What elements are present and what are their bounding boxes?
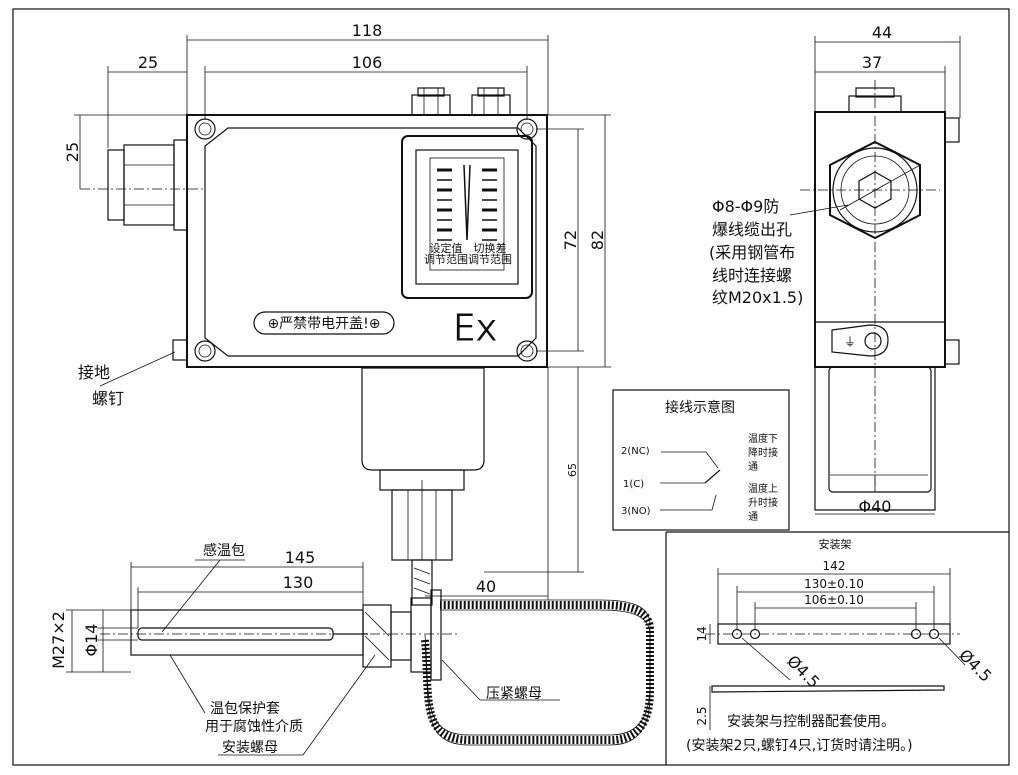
dim-145: 145: [285, 548, 316, 567]
cable-note-line5: 纹M20x1.5): [712, 288, 803, 307]
dim-118: 118: [352, 21, 383, 40]
dim-phi14: Φ14: [82, 624, 101, 657]
ground-label-line2: 螺钉: [92, 389, 124, 408]
front-view: 设定值 调节范围 切换差 调节范围 ⊕严禁带电开盖!⊕ Ex 接地 螺钉: [49, 21, 654, 756]
capillary-neck: [361, 367, 485, 606]
temp-up-1: 温度上: [748, 482, 778, 495]
temp-up-3: 通: [748, 511, 758, 523]
sensing-bulb-assembly: [100, 589, 460, 681]
svg-text:调节范围: 调节范围: [424, 252, 468, 266]
scale-right-label: 切换差: [474, 241, 507, 255]
terminal-no: 3(NO): [621, 506, 651, 517]
bracket-note-2: (安装架2只,螺钉4只,订货时请注明。): [686, 737, 913, 754]
bracket-dim-106: 106±0.10: [804, 593, 864, 607]
dim-130: 130: [283, 573, 314, 592]
left-cable-gland: [80, 139, 205, 231]
dim-25-top: 25: [138, 53, 158, 72]
dim-106: 106: [352, 53, 383, 72]
sleeve-label-line1: 温包保护套: [210, 701, 280, 717]
front-dimensions: 118 106 25 25 72 82 65 40 145: [49, 21, 611, 673]
bracket-note-1: 安装架与控制器配套使用。: [727, 713, 895, 730]
mount-nut-label: 安装螺母: [222, 740, 278, 756]
capillary-loop: [421, 601, 654, 744]
temp-up-2: 升时接: [748, 496, 778, 509]
warning-text: ⊕严禁带电开盖!⊕: [267, 316, 380, 332]
dim-phi40: Φ40: [859, 497, 892, 516]
sheet-border: [12, 8, 1010, 766]
ground-screw: [172, 339, 188, 361]
dim-40: 40: [476, 577, 496, 596]
svg-text:⏚: ⏚: [844, 335, 856, 349]
temp-down-2: 降时接: [748, 446, 778, 459]
dim-72: 72: [561, 230, 580, 250]
bracket-dim-142: 142: [823, 559, 846, 573]
scale-pointer: [463, 164, 471, 241]
wiring-diagram: 接线示意图 2(NC) 1(C) 3(NO) 温度下 降时接 通 温度上 升时接…: [612, 389, 790, 531]
mounting-bracket-panel: 安装架 142 130±0.10 106±0.10 14 2.5 Ø4.5 Ø4…: [665, 531, 1009, 765]
cable-note-line2: 爆线缆出孔: [712, 220, 792, 239]
dim-65: 65: [566, 463, 579, 477]
bracket-dim-130: 130±0.10: [804, 577, 864, 591]
bulb-label: 感温包: [203, 542, 245, 559]
bracket-hole-right: Ø4.5: [955, 645, 995, 685]
dim-m27: M27×2: [49, 611, 68, 669]
dim-25-left: 25: [63, 142, 82, 162]
side-view: ⏚ 44 37 Φ40 Φ8-Φ9防 爆线缆出孔 (采用钢管布 线时连接螺 纹M…: [709, 23, 961, 516]
side-ground-lug: ⏚: [831, 324, 889, 357]
cable-note-line3: (采用钢管布: [709, 243, 795, 262]
bracket-title: 安装架: [819, 537, 852, 551]
warning-plate: [253, 311, 395, 335]
cable-note-line1: Φ8-Φ9防: [712, 197, 779, 216]
dim-82: 82: [588, 230, 607, 250]
cable-note-line4: 线时连接螺: [712, 266, 792, 285]
wiring-title: 接线示意图: [665, 399, 735, 416]
gland-nut-label: 压紧螺母: [486, 686, 542, 702]
terminal-nc: 2(NC): [621, 446, 650, 457]
bracket-dim-14: 14: [695, 626, 709, 641]
temp-down-3: 通: [748, 461, 758, 473]
top-cable-glands: [411, 87, 511, 116]
bracket-dim-25: 2.5: [695, 706, 709, 725]
terminal-c: 1(C): [623, 479, 644, 490]
scale-left-label: 设定值: [430, 241, 463, 255]
dim-44: 44: [872, 23, 892, 42]
ex-mark: Ex: [453, 308, 497, 349]
ground-label-line1: 接地: [78, 363, 110, 382]
side-housing: [814, 111, 946, 368]
sleeve-label-line2: 用于腐蚀性介质: [205, 718, 303, 735]
housing-body: [186, 114, 548, 368]
svg-text:调节范围: 调节范围: [468, 252, 512, 266]
scale-window: 设定值 调节范围 切换差 调节范围: [401, 135, 533, 299]
dim-37: 37: [862, 53, 882, 72]
temp-down-1: 温度下: [748, 432, 778, 445]
scale-ticks: [437, 164, 497, 241]
